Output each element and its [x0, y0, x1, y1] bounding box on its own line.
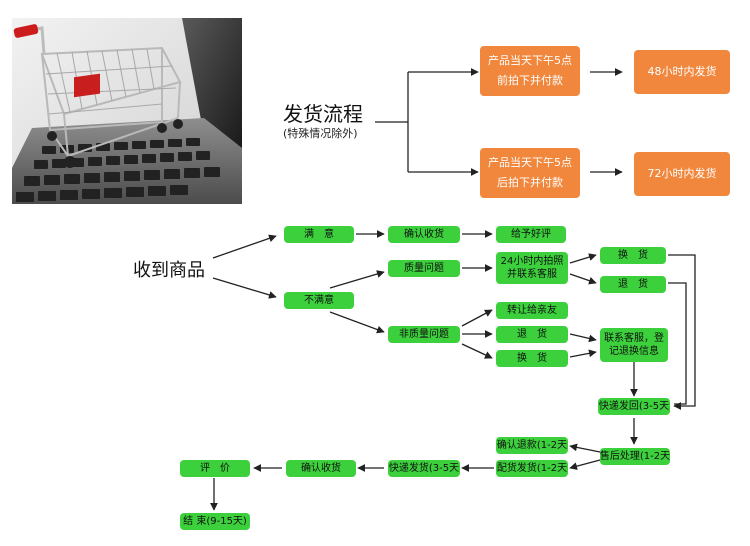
- order-after-5pm-label: 产品当天下午5点后拍下并付款: [488, 156, 572, 189]
- photo-contact-label: 24小时内拍照并联系客服: [500, 256, 564, 280]
- express-back-label: 快递发回(3-5天: [598, 401, 670, 412]
- transfer-friend-label: 转让给亲友: [507, 305, 557, 316]
- restock-ship-label: 配货发货(1-2天: [496, 463, 568, 474]
- satisfied-node: 满 意: [284, 226, 354, 243]
- ship-within-72h: 72小时内发货: [634, 152, 730, 196]
- order-after-5pm: 产品当天下午5点后拍下并付款: [480, 148, 580, 198]
- express-ship-node: 快递发货(3-5天: [388, 460, 460, 477]
- shopping-cart-photo: [12, 18, 242, 204]
- return-node-2: 退 货: [496, 326, 568, 343]
- exchange-node-1: 换 货: [600, 247, 666, 264]
- satisfied-label: 满 意: [304, 229, 334, 240]
- transfer-friend-node: 转让给亲友: [496, 302, 568, 319]
- ship-within-72h-label: 72小时内发货: [647, 167, 717, 180]
- photo-contact-node: 24小时内拍照并联系客服: [496, 252, 568, 284]
- return-node-1: 退 货: [600, 276, 666, 293]
- review-node: 评 价: [180, 460, 250, 477]
- return-label-2: 退 货: [517, 329, 547, 340]
- confirm-refund-label: 确认退款(1-2天: [496, 440, 568, 451]
- good-review-node: 给予好评: [496, 226, 566, 243]
- quality-issue-label: 质量问题: [404, 263, 444, 274]
- non-quality-issue-label: 非质量问题: [399, 329, 449, 340]
- exchange-label-2: 换 货: [517, 353, 547, 364]
- confirm-receipt-node: 确认收货: [388, 226, 460, 243]
- order-before-5pm: 产品当天下午5点前拍下并付款: [480, 46, 580, 96]
- exchange-node-2: 换 货: [496, 350, 568, 367]
- after-sale-label: 售后处理(1-2天: [600, 451, 670, 462]
- express-ship-label: 快递发货(3-5天: [388, 463, 460, 474]
- express-back-node: 快递发回(3-5天: [598, 398, 670, 415]
- shipping-flow-title: 发货流程: [283, 102, 363, 126]
- shipping-flow-subtitle: (特殊情况除外): [283, 127, 358, 140]
- confirm-receipt-label: 确认收货: [404, 229, 444, 240]
- end-node: 结 束(9-15天): [180, 513, 250, 530]
- receive-goods-title: 收到商品: [133, 260, 205, 281]
- contact-register-label: 联系客服，登记退换信息: [604, 333, 664, 357]
- order-before-5pm-label: 产品当天下午5点前拍下并付款: [488, 54, 572, 87]
- after-sale-node: 售后处理(1-2天: [600, 448, 670, 465]
- confirm-receipt-label-2: 确认收货: [301, 463, 341, 474]
- confirm-refund-node: 确认退款(1-2天: [496, 437, 568, 454]
- exchange-label-1: 换 货: [618, 250, 648, 261]
- good-review-label: 给予好评: [511, 229, 551, 240]
- return-label-1: 退 货: [618, 279, 648, 290]
- ship-within-48h: 48小时内发货: [634, 50, 730, 94]
- contact-register-node: 联系客服，登记退换信息: [600, 328, 668, 362]
- confirm-receipt-node-2: 确认收货: [286, 460, 356, 477]
- review-label: 评 价: [200, 463, 230, 474]
- dissatisfied-node: 不满意: [284, 292, 354, 309]
- dissatisfied-label: 不满意: [304, 295, 334, 306]
- non-quality-issue-node: 非质量问题: [388, 326, 460, 343]
- restock-ship-node: 配货发货(1-2天: [496, 460, 568, 477]
- quality-issue-node: 质量问题: [388, 260, 460, 277]
- ship-within-48h-label: 48小时内发货: [647, 65, 717, 78]
- end-label: 结 束(9-15天): [183, 516, 247, 527]
